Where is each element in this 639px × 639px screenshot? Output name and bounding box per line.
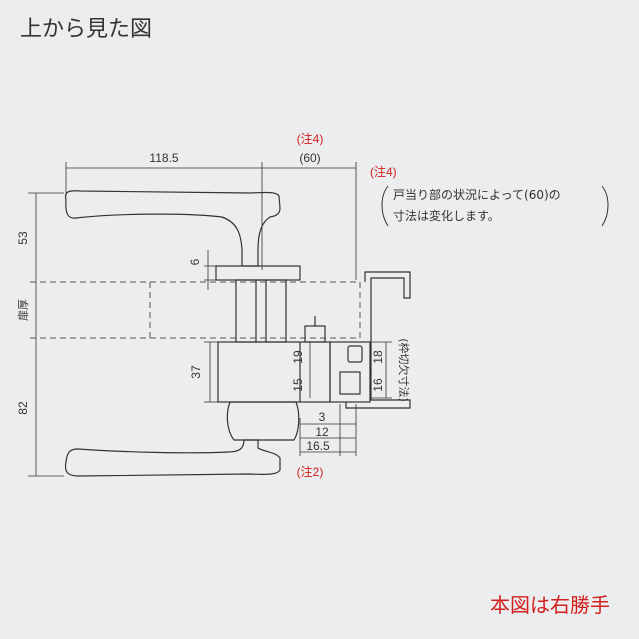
dim-15: 15 [291,378,305,392]
lock-body [217,341,331,403]
dim-19: 19 [291,350,305,364]
dim-lower-offset: 82 [16,401,30,415]
spindle [235,279,287,343]
dim-12: 12 [315,425,329,439]
note2-label: (注2) [297,464,324,479]
dim-16: 16 [371,378,385,392]
diagram-title: 上から見た図 [20,17,152,42]
door-frame [345,271,411,409]
handedness-note: 本図は右勝手 [490,593,610,617]
dim-frame-cutout: (枠切欠寸法) [397,338,411,402]
dim-upper-offset: 53 [16,231,30,245]
note4-text-line2: 寸法は変化します。 [393,208,500,223]
lower-knob [226,401,300,441]
dim-body-depth: 37 [189,365,203,379]
dim-18: 18 [371,350,385,364]
lower-lever-handle [64,439,281,477]
dim-rose: 6 [188,258,202,265]
upper-rose [215,265,301,281]
latch-bolt [339,371,361,395]
dim-handle-length: 118.5 [149,151,178,165]
note4-label-side: (注4) [370,164,397,179]
dim-16-5: 16.5 [306,439,330,453]
note4-label-top: (注4) [297,131,324,146]
upper-lever-handle [64,190,281,267]
dim-note4: (60) [299,151,320,165]
dim-3: 3 [319,410,326,424]
note4-text-line1: 戸当り部の状況によって(60)の [393,187,561,202]
dim-door-thickness: 扉厚 [17,299,30,321]
strike-plate [329,341,371,403]
